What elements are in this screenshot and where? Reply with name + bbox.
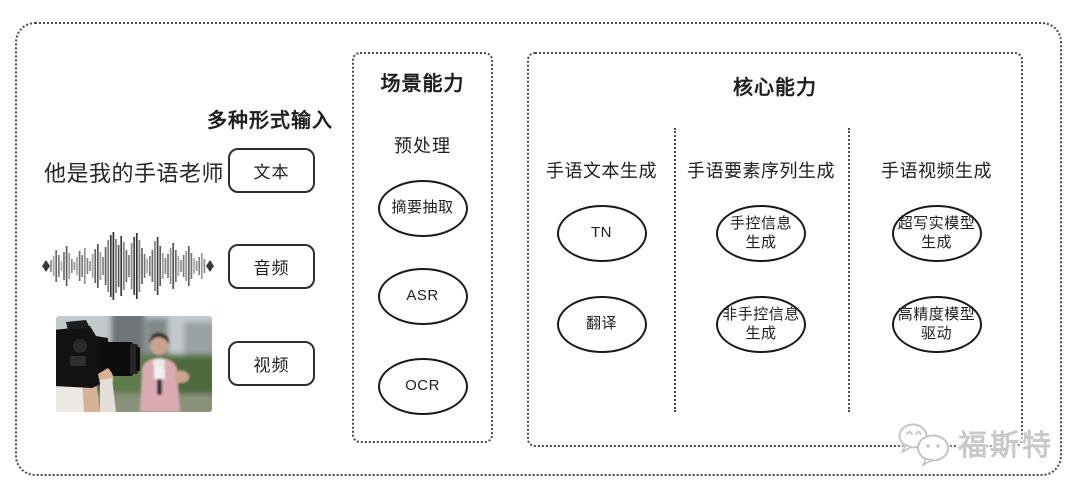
input-type-audio-label: 音频: [253, 259, 290, 278]
column-header: 手语文本生成: [546, 161, 657, 181]
node-label: 高精度模型 驱动: [897, 305, 976, 342]
watermark: 福斯特: [896, 419, 1054, 467]
node-label: 超写实模型 生成: [897, 214, 976, 251]
scene-box-title: 场景能力: [380, 73, 465, 95]
column-sign-element-sequence-generation: 手语要素序列生成 手控信息 生成 非手控信息 生成: [674, 54, 848, 445]
text-input-sample: 他是我的手语老师: [44, 161, 225, 186]
node-label: 翻译: [585, 315, 617, 333]
node-label: ASR: [406, 287, 439, 305]
node-high-precision-model-driving: 高精度模型 驱动: [891, 296, 982, 353]
node-hyperrealistic-model-generation: 超写实模型 生成: [891, 205, 982, 262]
core-capability-box: 核心能力 手语文本生成 TN 翻译 手语要素序列生成 手控信息 生成 非手控信息…: [527, 52, 1023, 447]
node-ocr: OCR: [377, 358, 468, 415]
column-sign-text-generation: 手语文本生成 TN 翻译: [529, 54, 674, 445]
node-label: 摘要抽取: [391, 199, 454, 217]
input-type-text-box: 文本: [228, 148, 315, 193]
watermark-text: 福斯特: [958, 430, 1055, 462]
core-box-title: 核心能力: [733, 77, 817, 99]
node-manual-info-generation: 手控信息 生成: [716, 205, 806, 262]
column-divider: [674, 128, 676, 412]
node-label: TN: [591, 224, 612, 242]
node-label: OCR: [405, 377, 440, 395]
outer-dotted-frame: [15, 22, 1062, 476]
input-type-video-label: 视频: [253, 356, 290, 375]
node-asr: ASR: [377, 268, 468, 325]
input-type-text-label: 文本: [253, 163, 290, 182]
column-sign-video-generation: 手语视频生成 超写实模型 生成 高精度模型 驱动: [848, 54, 1025, 445]
input-section-label: 多种形式输入: [207, 110, 333, 132]
scene-capability-box: 场景能力 预处理 摘要抽取 ASR OCR: [352, 52, 493, 443]
node-non-manual-info-generation: 非手控信息 生成: [716, 296, 806, 353]
node-tn: TN: [556, 205, 647, 262]
node-translation: 翻译: [556, 296, 647, 353]
video-input-thumbnail: [56, 316, 212, 412]
node-label: 手控信息 生成: [729, 214, 792, 251]
preprocess-label: 预处理: [394, 136, 451, 156]
node-summary-extraction: 摘要抽取: [377, 180, 468, 237]
column-header: 手语要素序列生成: [687, 161, 835, 181]
input-type-video-box: 视频: [228, 341, 315, 386]
column-header: 手语视频生成: [881, 161, 992, 181]
audio-waveform-icon: [42, 232, 214, 300]
column-divider: [848, 128, 850, 412]
wechat-logo-icon: [898, 423, 949, 467]
node-label: 非手控信息 生成: [722, 305, 800, 342]
input-type-audio-box: 音频: [228, 244, 315, 289]
video-frame-image: [56, 316, 212, 412]
